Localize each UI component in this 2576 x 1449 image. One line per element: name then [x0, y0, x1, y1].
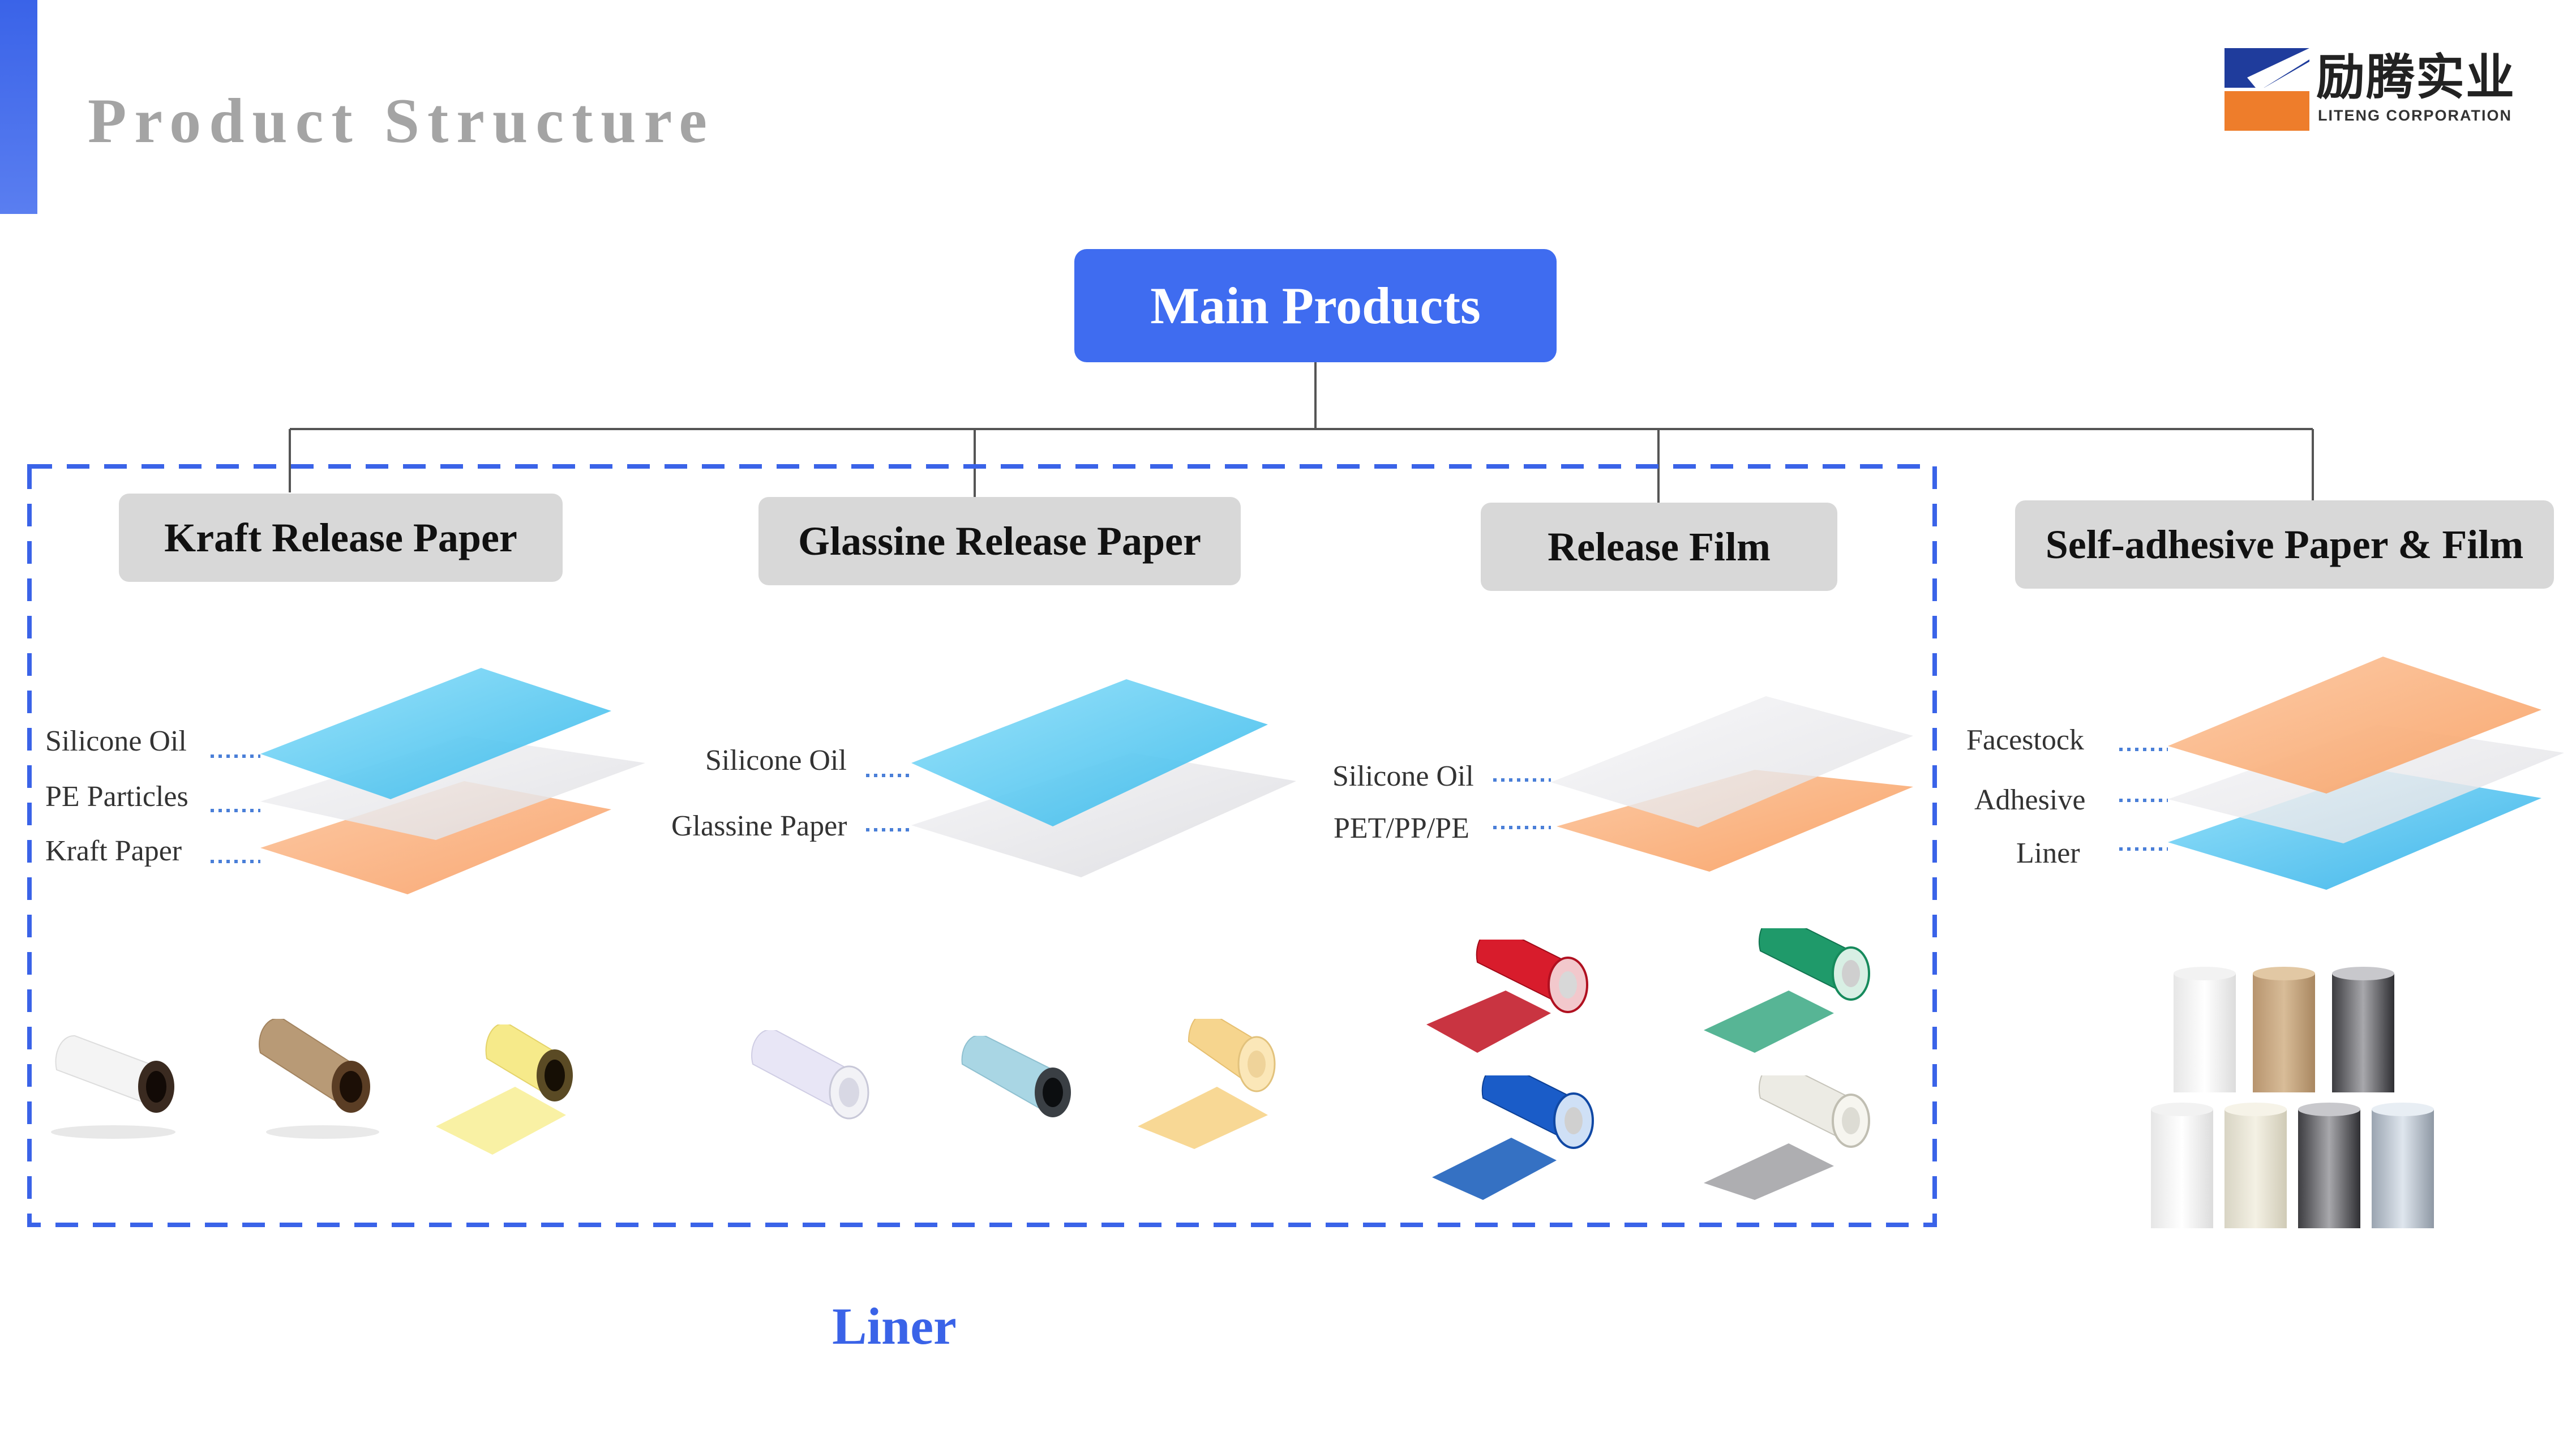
film-roll-green-icon [1704, 928, 1870, 1053]
layer-label-silicone-oil: Silicone Oil [705, 744, 847, 777]
category-glassine-release-paper: Glassine Release Paper [758, 497, 1241, 585]
self-adhesive-layer-diagram [2119, 657, 2564, 890]
category-kraft-release-paper: Kraft Release Paper [119, 494, 563, 582]
main-products-box: Main Products [1074, 249, 1557, 362]
title-accent-bar [0, 0, 37, 214]
layer-label-kraft-paper: Kraft Paper [45, 835, 182, 867]
self-adhesive-rolls-icon [2151, 967, 2434, 1228]
kraft-roll-yellow-icon [436, 1024, 573, 1155]
category-self-adhesive: Self-adhesive Paper & Film [2015, 500, 2554, 589]
logo-mark-icon [2224, 48, 2309, 131]
film-roll-blue-icon [1432, 1075, 1594, 1200]
category-release-film: Release Film [1481, 503, 1837, 591]
glassine-roll-white-icon [751, 1030, 869, 1120]
logo-name-english: LITENG CORPORATION [2318, 107, 2512, 124]
layer-label-silicone-oil: Silicone Oil [1332, 760, 1474, 792]
layer-label-silicone-oil: Silicone Oil [45, 725, 187, 757]
layer-label-adhesive: Adhesive [1974, 784, 2086, 816]
layer-label-pet-pp-pe: PET/PP/PE [1334, 812, 1469, 844]
kraft-roll-white-icon [51, 1035, 175, 1139]
kraft-roll-brown-icon [259, 1019, 379, 1139]
glassine-layer-diagram [866, 679, 1296, 877]
layer-label-glassine-paper: Glassine Paper [671, 810, 847, 842]
page-title: Product Structure [88, 86, 715, 156]
glassine-roll-yellow-icon [1138, 1019, 1276, 1149]
kraft-layer-diagram [211, 668, 645, 894]
glassine-roll-blue-icon [961, 1036, 1071, 1117]
film-roll-clear-icon [1704, 1075, 1870, 1200]
layer-label-facestock: Facestock [1966, 724, 2084, 756]
film-roll-red-icon [1426, 940, 1588, 1053]
release-film-layer-diagram [1493, 696, 1913, 872]
logo-name-chinese: 励腾实业 [2316, 49, 2515, 106]
layer-label-liner: Liner [2016, 837, 2080, 869]
company-logo: 励腾实业 LITENG CORPORATION [2224, 48, 2530, 133]
liner-group-label: Liner [832, 1297, 957, 1355]
layer-label-pe-particles: PE Particles [45, 781, 188, 813]
